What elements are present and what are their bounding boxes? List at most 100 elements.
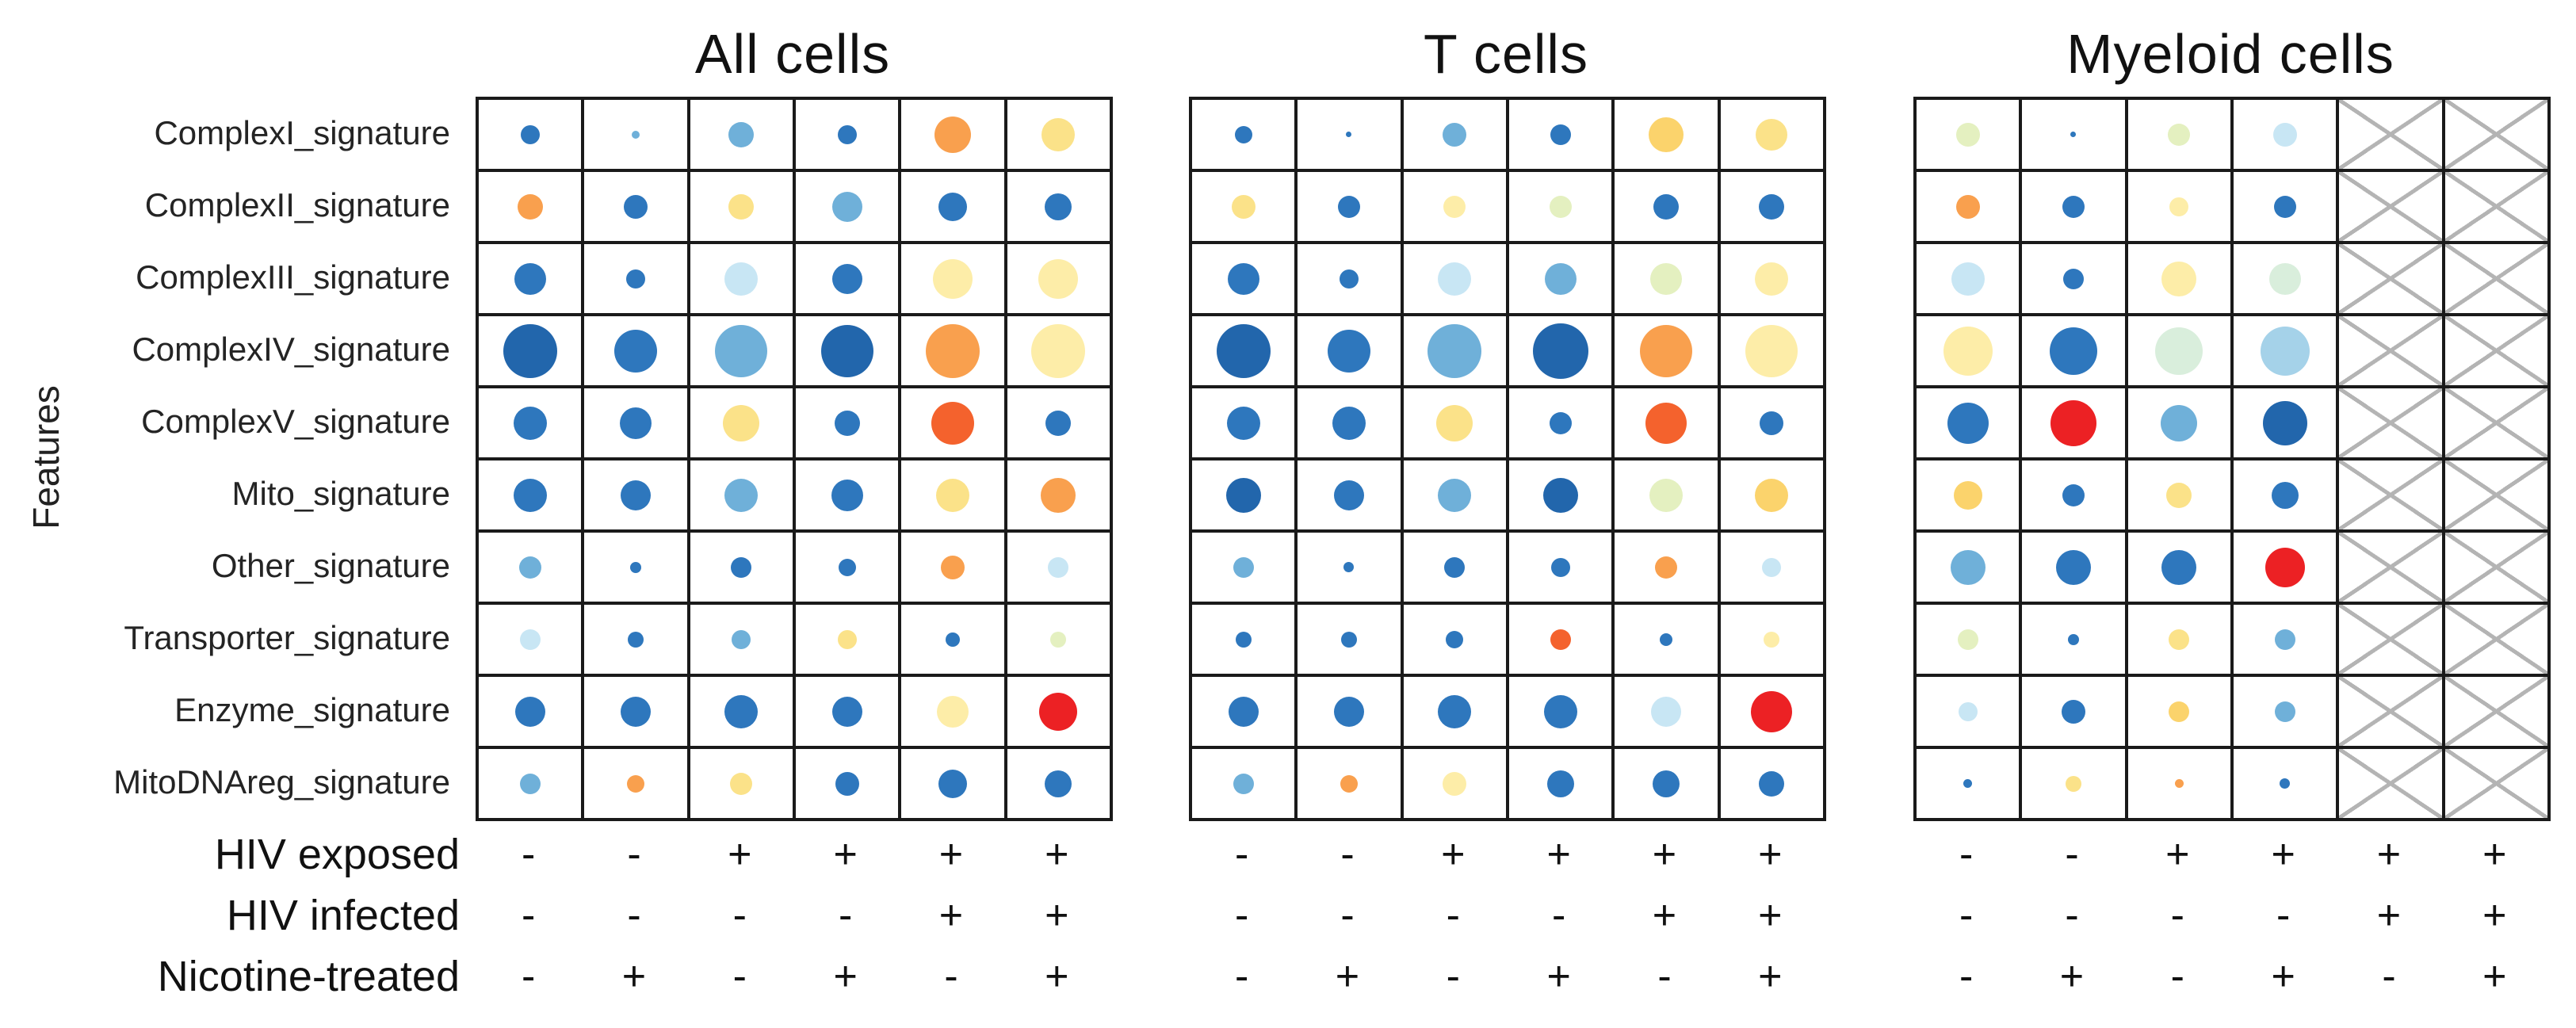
- crossed-cell: [2443, 315, 2549, 387]
- grid-cell: [1401, 603, 1508, 675]
- grid-cell: [688, 315, 794, 387]
- grid-cell: [1613, 98, 1719, 170]
- grid-cell: [2231, 459, 2338, 531]
- dot: [1048, 556, 1069, 578]
- crossed-cell: [2443, 98, 2549, 170]
- grid-cell: [1005, 98, 1111, 170]
- grid-cell: [583, 243, 689, 315]
- row-label: ComplexI_signature: [154, 113, 450, 151]
- condition-values: -+-+-+: [1913, 949, 2547, 1004]
- panel-title-all-cells: All cells: [694, 23, 891, 85]
- dot: [1549, 411, 1572, 434]
- grid-cell: [583, 747, 689, 820]
- dot: [2065, 775, 2081, 792]
- grid-cell: [1401, 675, 1508, 747]
- grid-cell: [477, 675, 583, 747]
- crossed-cell: [2443, 603, 2549, 675]
- grid-cell: [1507, 459, 1614, 531]
- condition-sign: +: [938, 892, 964, 938]
- condition-sign: -: [1959, 953, 1974, 999]
- dot: [520, 124, 540, 144]
- grid-cell: [2020, 387, 2127, 459]
- dot: [1233, 773, 1254, 794]
- grid-cell: [2231, 387, 2338, 459]
- condition-label: Nicotine-treated: [157, 953, 460, 1000]
- grid-cell: [1005, 387, 1111, 459]
- dot: [2169, 197, 2189, 216]
- condition-sign: +: [621, 953, 647, 999]
- grid-cell: [477, 315, 583, 387]
- condition-sign: +: [2376, 892, 2402, 938]
- grid-cell: [2126, 603, 2232, 675]
- grid-cell: [900, 675, 1006, 747]
- dot: [724, 694, 759, 728]
- dot: [629, 561, 641, 573]
- condition-sign: -: [522, 953, 536, 999]
- grid-cell: [2231, 315, 2338, 387]
- dot: [2067, 633, 2079, 645]
- dot: [1947, 402, 1989, 444]
- grid-cell: [583, 387, 689, 459]
- panel-title-t-cells: T cells: [1424, 23, 1588, 85]
- dot: [837, 124, 857, 144]
- condition-sign: -: [1959, 892, 1974, 938]
- dot: [1234, 125, 1252, 143]
- grid-cell: [1613, 603, 1719, 675]
- grid-cell: [477, 170, 583, 243]
- condition-sign: +: [2165, 831, 2190, 877]
- dot: [519, 773, 541, 794]
- dot: [2061, 699, 2085, 724]
- grid-cell: [1401, 459, 1508, 531]
- grid-cell: [1296, 243, 1402, 315]
- dot: [730, 772, 753, 795]
- dot: [1943, 326, 1993, 376]
- condition-sign: +: [1335, 953, 1360, 999]
- dot: [513, 478, 547, 512]
- dot: [1760, 411, 1784, 435]
- grid-cell: [900, 531, 1006, 603]
- grid-cell: [477, 243, 583, 315]
- dot: [1639, 324, 1692, 377]
- grid-cell: [477, 531, 583, 603]
- grid-cell: [1191, 747, 1297, 820]
- dot: [723, 404, 760, 441]
- grid-cell: [477, 603, 583, 675]
- grid-cell: [688, 531, 794, 603]
- grid-cell: [1915, 315, 2021, 387]
- dot: [514, 696, 545, 727]
- dot: [2070, 132, 2077, 137]
- grid-cell: [1296, 98, 1402, 170]
- grid-cell: [2020, 98, 2127, 170]
- grid-cell: [793, 243, 900, 315]
- grid-cell: [1507, 243, 1614, 315]
- grid-cell: [2126, 675, 2232, 747]
- grid-cell: [2020, 459, 2127, 531]
- condition-values: -+-+-+: [1189, 949, 1823, 1004]
- dot: [2169, 629, 2190, 650]
- dot: [1648, 117, 1684, 152]
- dot: [1045, 770, 1072, 797]
- row-label: ComplexII_signature: [144, 185, 450, 224]
- dot: [1327, 329, 1370, 373]
- grid-cell: [1401, 243, 1508, 315]
- condition-sign: -: [1235, 892, 1249, 938]
- grid-myeloid-cells: [1913, 97, 2551, 821]
- grid-cell: [1005, 531, 1111, 603]
- dot: [2268, 262, 2301, 295]
- grid-all-cells: [476, 97, 1113, 821]
- row-label: ComplexV_signature: [141, 402, 450, 440]
- grid-cell: [1613, 170, 1719, 243]
- grid-cell: [1915, 170, 2021, 243]
- grid-cell: [2126, 98, 2232, 170]
- condition-sign: +: [833, 953, 858, 999]
- condition-values: ----++: [1189, 888, 1823, 943]
- grid-cell: [1191, 387, 1297, 459]
- condition-values: -+-+-+: [476, 949, 1110, 1004]
- condition-sign: -: [627, 831, 641, 877]
- dot: [1038, 258, 1079, 299]
- dot: [932, 258, 973, 299]
- dot: [1957, 629, 1978, 650]
- grid-cell: [1718, 315, 1825, 387]
- dot: [931, 401, 974, 445]
- grid-cell: [1005, 747, 1111, 820]
